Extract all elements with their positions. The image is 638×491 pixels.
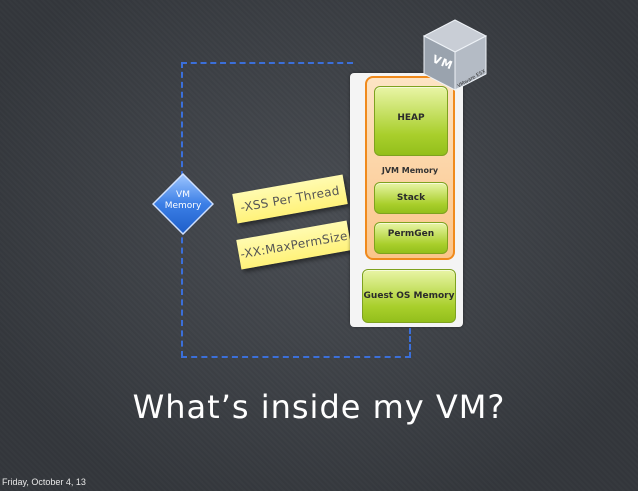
dashed-connector-top [181, 62, 353, 64]
slide-title: What’s inside my VM? [132, 388, 506, 426]
guest-os-box: Guest OS Memory [362, 269, 456, 323]
xss-note-text: -XSS Per Thread [239, 183, 341, 215]
dashed-connector-right [409, 328, 411, 358]
stack-label: Stack [396, 193, 426, 203]
xss-note: -XSS Per Thread [232, 174, 348, 224]
maxperm-note: -XX:MaxPermSize [236, 220, 352, 270]
vm-memory-label-line1: VM [176, 190, 190, 200]
vm-memory-label-line2: Memory [164, 201, 202, 211]
maxperm-note-text: -XX:MaxPermSize [239, 228, 349, 262]
vm-cube-icon: VM VMware ESX [420, 14, 490, 94]
vm-memory-node: VM Memory [152, 173, 214, 235]
footer-date: Friday, October 4, 13 [2, 477, 86, 487]
permgen-label: PermGen [387, 229, 435, 239]
stack-box: Stack [374, 182, 448, 214]
permgen-box: PermGen [374, 222, 448, 254]
heap-box: HEAP [374, 86, 448, 156]
cube-icon [422, 19, 488, 91]
diamond-shape [152, 173, 214, 235]
guest-os-label: Guest OS Memory [363, 291, 455, 301]
dashed-connector-left [181, 62, 183, 187]
dashed-connector-left-lower [181, 227, 183, 357]
dashed-connector-bottom [181, 356, 411, 358]
jvm-memory-label: JVM Memory [381, 166, 439, 175]
heap-label: HEAP [397, 113, 425, 123]
